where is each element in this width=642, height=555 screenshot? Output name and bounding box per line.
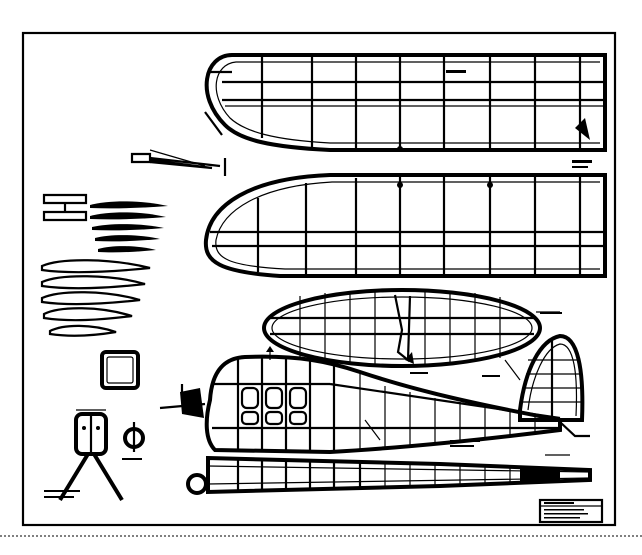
sheet-border [21,31,617,527]
cabin-window [100,350,140,390]
vertical-fin [504,333,590,438]
cabin-windows [240,386,308,426]
lower-wing-half [203,173,607,278]
wing-rib-templates [40,193,168,337]
upper-wing-half [204,53,607,152]
dihedral-brace [130,149,227,176]
fuselage-top-view [186,454,592,495]
fuselage-side-view [159,346,562,455]
horizontal-stabilizer [262,288,560,368]
callout-notes [44,70,592,498]
engine-nose [159,384,206,418]
top-view-formers [236,459,511,491]
fuselage-formers [236,356,536,452]
landing-gear [58,409,145,502]
title-block [538,498,604,524]
upper-wing-ribs [260,57,582,149]
lower-wing-ribs [256,177,582,276]
gear-wheel [123,422,145,452]
